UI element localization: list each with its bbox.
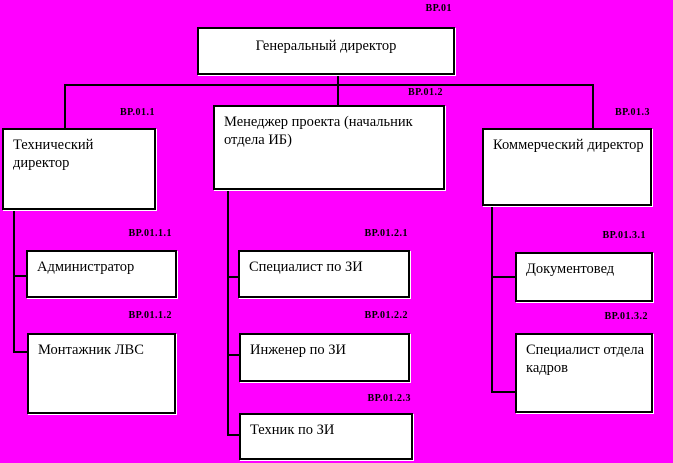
connector-stub-zi-specialist xyxy=(227,276,239,278)
code-tech-director: ВР.01.1 xyxy=(119,107,155,118)
code-manager: ВР.01.2 xyxy=(407,87,443,98)
node-zi-engineer: Инженер по ЗИ xyxy=(239,333,410,382)
node-project-manager: Менеджер проекта (начальник отдела ИБ) xyxy=(213,105,445,190)
node-doc-clerk: Документовед xyxy=(515,252,653,302)
connector-stub-lan-installer xyxy=(13,351,28,353)
connector-drop-tech xyxy=(64,84,66,128)
code-lan-installer: ВР.01.1.2 xyxy=(128,310,172,321)
node-general-director: Генеральный директор xyxy=(197,27,455,75)
code-root: ВР.01 xyxy=(425,3,452,14)
node-zi-technician: Техник по ЗИ xyxy=(239,413,413,460)
connector-stub-zi-technician xyxy=(227,434,240,436)
code-doc-clerk: ВР.01.3.1 xyxy=(602,230,646,241)
node-tech-director: Технический директор xyxy=(2,128,156,210)
connector-drop-commercial xyxy=(592,84,594,128)
code-hr-specialist: ВР.01.3.2 xyxy=(604,311,648,322)
connector-trunk-commercial xyxy=(491,206,493,393)
node-commercial-director: Коммерческий директор xyxy=(482,128,652,206)
connector-trunk-manager xyxy=(227,190,229,436)
connector-root-stub xyxy=(337,75,339,106)
code-commercial: ВР.01.3 xyxy=(614,107,650,118)
connector-stub-administrator xyxy=(13,275,27,277)
connector-main-horizontal xyxy=(64,84,594,86)
connector-stub-doc-clerk xyxy=(491,276,516,278)
connector-stub-hr-specialist xyxy=(491,391,516,393)
node-zi-specialist: Специалист по ЗИ xyxy=(238,250,410,298)
code-zi-engineer: ВР.01.2.2 xyxy=(364,310,408,321)
connector-trunk-tech xyxy=(13,210,15,353)
code-zi-specialist: ВР.01.2.1 xyxy=(364,228,408,239)
connector-stub-zi-engineer xyxy=(227,354,240,356)
code-zi-technician: ВР.01.2.3 xyxy=(367,393,411,404)
node-lan-installer: Монтажник ЛВС xyxy=(27,333,176,414)
code-administrator: ВР.01.1.1 xyxy=(128,228,172,239)
node-administrator: Администратор xyxy=(26,250,177,298)
node-hr-specialist: Специалист отдела кадров xyxy=(515,333,653,413)
